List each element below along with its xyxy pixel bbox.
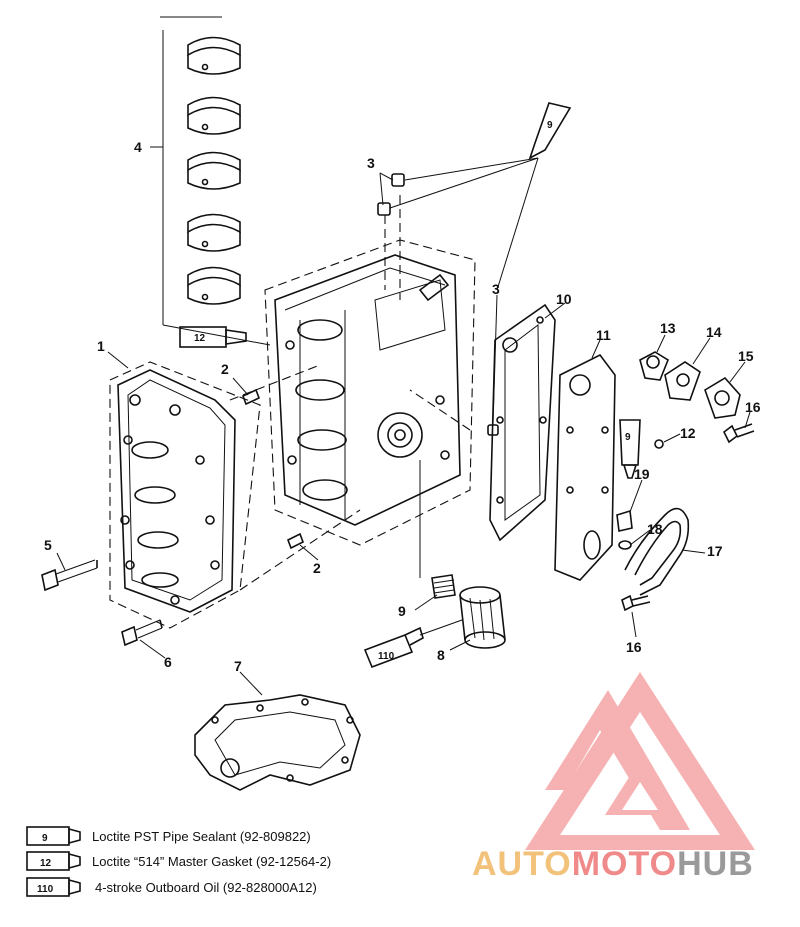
callout-14: 14 [706,324,722,340]
svg-text:9: 9 [42,833,48,844]
dowel-pin [286,532,305,550]
oil-filter [459,586,506,649]
callout-19: 19 [634,466,650,482]
callout-3-upper: 3 [367,155,375,171]
bearing-half [187,96,241,135]
callout-4: 4 [134,139,142,155]
bearing-half [187,266,241,305]
hose-fitting [616,509,633,532]
callout-3-lower: 3 [492,281,500,297]
svg-text:9: 9 [547,120,553,131]
exhaust-gasket [489,303,556,542]
callout-13: 13 [660,320,676,336]
watermark-hub: HUB [677,845,754,883]
watermark-auto: AUTO [472,845,572,883]
bolt-16-lower [621,594,651,612]
legend-text-110: 4-stroke Outboard Oil (92-828000A12) [95,880,317,895]
leader-lines [56,157,751,696]
svg-text:12: 12 [40,858,52,869]
callout-7: 7 [234,658,242,674]
sealant-tube-110: 110 [363,626,424,669]
water-hose [624,507,690,596]
legend-text-12: Loctite “514” Master Gasket (92-12564-2) [92,854,331,869]
svg-text:110: 110 [37,884,54,895]
sealant-tube-9-top: 9 [528,102,572,160]
bearing-stack [150,16,271,346]
watermark-text: AUTOMOTOHUB [472,845,754,883]
callout-9: 9 [398,603,406,619]
callout-16-lower: 16 [626,639,642,655]
callout-6: 6 [164,654,172,670]
legend-row: 9 Loctite PST Pipe Sealant (92-809822) [26,826,311,846]
watermark-logo [525,672,755,850]
watermark-moto: MOTO [572,845,677,883]
thermostat-gasket [664,361,701,401]
svg-text:9: 9 [625,432,631,443]
crankcase-cover [117,369,236,613]
threaded-fitting [431,574,456,599]
callout-1: 1 [97,338,105,354]
callout-10: 10 [556,291,572,307]
legend-text-9: Loctite PST Pipe Sealant (92-809822) [92,829,311,844]
thermostat-cover [704,376,741,419]
pipe-plug [377,202,391,216]
callout-8: 8 [437,647,445,663]
callout-12: 12 [680,425,696,441]
bearing-half [187,151,241,190]
long-bolt [41,559,98,592]
callout-numbers: 1 2 2 3 3 4 5 6 7 8 9 10 11 12 13 14 15 … [44,139,761,674]
callout-15: 15 [738,348,754,364]
callout-2-lower: 2 [313,560,321,576]
callout-2-upper: 2 [221,361,229,377]
oil-pan-gasket [194,694,361,791]
cylinder-block [274,254,461,526]
exhaust-cover [554,353,616,581]
callout-16-upper: 16 [745,399,761,415]
bolt-16-upper [722,423,755,444]
callout-18: 18 [647,521,663,537]
legend: 9 Loctite PST Pipe Sealant (92-809822) 1… [26,826,331,897]
legend-row: 12 Loctite “514” Master Gasket (92-12564… [26,851,331,871]
thermostat [639,351,669,381]
svg-text:12: 12 [194,333,206,344]
callout-17: 17 [707,543,723,559]
callout-5: 5 [44,537,52,553]
pipe-plug [391,173,405,187]
crankcase-cover-outline [109,361,261,629]
short-bolt [121,619,163,647]
bearing-half [187,36,241,75]
sealant-tube-9-right: 9 [619,419,641,479]
legend-row: 110 4-stroke Outboard Oil (92-828000A12) [26,877,317,897]
callout-11: 11 [596,327,611,343]
sealant-tube-12-top: 12 [179,326,247,348]
small-plug [654,439,664,449]
bearing-half [187,213,241,252]
hose-clamp [618,540,632,550]
svg-text:110: 110 [378,651,395,662]
dowel-pin [241,388,261,406]
